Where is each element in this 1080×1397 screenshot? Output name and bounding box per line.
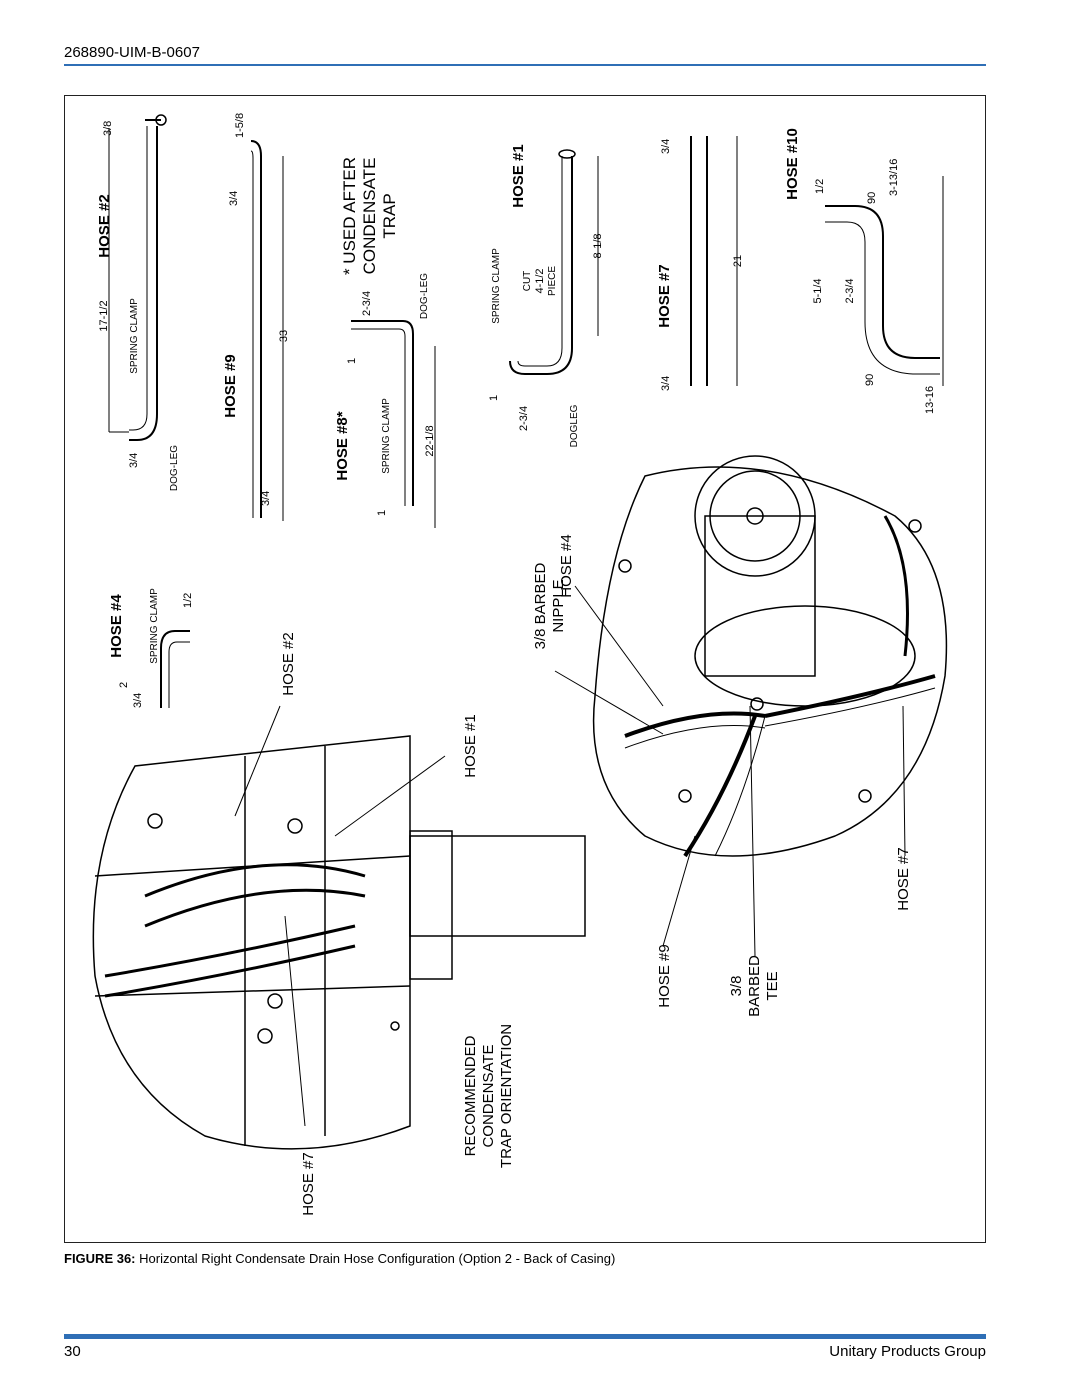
callout-recommended-1: RECOMMENDED (462, 1035, 479, 1156)
callout-recommended-2: CONDENSATE (480, 1044, 497, 1147)
hose-4-title: HOSE #4 (108, 594, 125, 658)
hose-10-dim-f: 90 (864, 374, 876, 386)
figure-caption: FIGURE 36: Horizontal Right Condensate D… (64, 1251, 615, 1266)
figure-drawing: HOSE #2 3/8 17-1/2 3/4 SPRING CLAMP DOG-… (92, 113, 948, 1216)
callout-barbed-tee-1: 3/8 (728, 976, 745, 997)
hose-10-detail: HOSE #10 1/2 90 3-13/16 5-1/4 2-3/4 90 1… (784, 128, 944, 414)
hose-8-detail: HOSE #8* 22-1/8 2-3/4 1 1 SPRING CLAMP D… (334, 157, 436, 528)
hose-2-dim-a: 3/8 (102, 121, 114, 136)
hose-1-dim-a: 4-1/2 (534, 268, 546, 293)
figure-caption-text: Horizontal Right Condensate Drain Hose C… (135, 1251, 616, 1266)
callout-hose-7-right: HOSE #7 (895, 847, 912, 910)
hose-8-dim-d: 1 (376, 510, 388, 516)
hose-2-spring-clamp: SPRING CLAMP (129, 298, 140, 374)
hose-10-dim-a: 1/2 (814, 179, 826, 194)
hose-8-dim-b: 1 (346, 358, 358, 364)
hose-8-spring-clamp: SPRING CLAMP (381, 398, 392, 474)
figure-caption-label: FIGURE 36: (64, 1251, 136, 1266)
hose-7-detail: HOSE #7 21 3/4 3/4 (656, 136, 744, 391)
hose-1-piece: PIECE (547, 266, 558, 296)
hose-4-dim-c: 3/4 (132, 693, 144, 708)
hose-7-dim-a: 3/4 (660, 139, 672, 154)
hose-2-dim-b: 17-1/2 (98, 300, 110, 331)
hose-2-title: HOSE #2 (96, 194, 113, 257)
hose-9-title: HOSE #9 (222, 354, 239, 417)
hose-4-dim-b: 2 (118, 682, 130, 688)
hose-1-dim-b: 8-1/8 (592, 233, 604, 258)
hose-1-detail: HOSE #1 8-1/8 4-1/2 CUT PIECE 1 2-3/4 SP… (488, 144, 604, 447)
hose-4-spring-clamp: SPRING CLAMP (149, 588, 160, 664)
callout-barbed-nipple-2: NIPPLE (550, 579, 567, 632)
hose-9-dim-d: 3/4 (260, 491, 272, 506)
callout-hose-4: HOSE #4 (558, 534, 575, 597)
hose-9-detail: HOSE #9 33 1-5/8 3/4 3/4 (222, 113, 290, 521)
hose-7-dim-b: 21 (732, 255, 744, 267)
document-id: 268890-UIM-B-0607 (64, 44, 200, 61)
hose-7-dim-c: 3/4 (660, 376, 672, 391)
left-assembly-illustration (92, 735, 586, 1150)
hose-10-dim-g: 13-16 (924, 386, 936, 414)
hose-8-dim-c: 22-1/8 (424, 425, 436, 456)
hose-9-dim-c: 33 (278, 330, 290, 342)
hose-1-dim-d: 2-3/4 (518, 406, 530, 431)
hose-1-dim-c: 1 (488, 395, 500, 401)
figure-frame: HOSE #2 3/8 17-1/2 3/4 SPRING CLAMP DOG-… (64, 95, 986, 1243)
hose-1-cut: CUT (522, 271, 533, 292)
hose-8-title: HOSE #8* (334, 411, 351, 480)
note-line-3: TRAP (380, 193, 399, 238)
hose-9-dim-b: 3/4 (228, 191, 240, 206)
hose-7-title: HOSE #7 (656, 264, 673, 327)
hose-10-dim-c: 3-13/16 (888, 159, 900, 196)
page-number: 30 (64, 1343, 81, 1360)
blower-assembly-illustration (592, 455, 948, 858)
hose-10-title: HOSE #10 (784, 128, 801, 200)
hose-8-dim-a: 2-3/4 (361, 291, 373, 316)
callout-barbed-tee-3: TEE (764, 971, 781, 1000)
footer-rule (64, 1334, 986, 1339)
hose-4-detail: HOSE #4 SPRING CLAMP 1/2 2 3/4 (108, 588, 194, 708)
callout-hose-1: HOSE #1 (462, 714, 479, 777)
hose-9-dim-a: 1-5/8 (234, 113, 246, 138)
hose-4-dim-a: 1/2 (182, 593, 194, 608)
header-rule (64, 64, 986, 66)
note-line-2: CONDENSATE (360, 158, 379, 275)
hose-2-detail: HOSE #2 3/8 17-1/2 3/4 SPRING CLAMP DOG-… (96, 114, 180, 491)
callout-hose-9: HOSE #9 (656, 944, 673, 1007)
hose-10-dim-e: 2-3/4 (844, 278, 856, 303)
hose-1-title: HOSE #1 (510, 144, 527, 207)
hose-10-dim-d: 5-1/4 (812, 278, 824, 303)
hose-1-dogleg: DOGLEG (569, 404, 580, 447)
callout-barbed-nipple-1: 3/8 BARBED (532, 562, 549, 649)
company-name: Unitary Products Group (829, 1343, 986, 1360)
hose-2-dim-c: 3/4 (128, 453, 140, 468)
callout-leaders (234, 585, 906, 1127)
note-line-1: * USED AFTER (340, 157, 359, 275)
hose-2-dog-leg: DOG-LEG (169, 445, 180, 491)
callout-barbed-tee-2: BARBED (746, 955, 763, 1017)
callout-recommended-3: TRAP ORIENTATION (498, 1024, 515, 1168)
hose-10-dim-b: 90 (866, 192, 878, 204)
callout-hose-7-left: HOSE #7 (300, 1152, 317, 1215)
hose-1-spring-clamp: SPRING CLAMP (491, 248, 502, 324)
hose-8-dog-leg: DOG-LEG (419, 273, 430, 319)
callout-hose-2: HOSE #2 (280, 632, 297, 695)
